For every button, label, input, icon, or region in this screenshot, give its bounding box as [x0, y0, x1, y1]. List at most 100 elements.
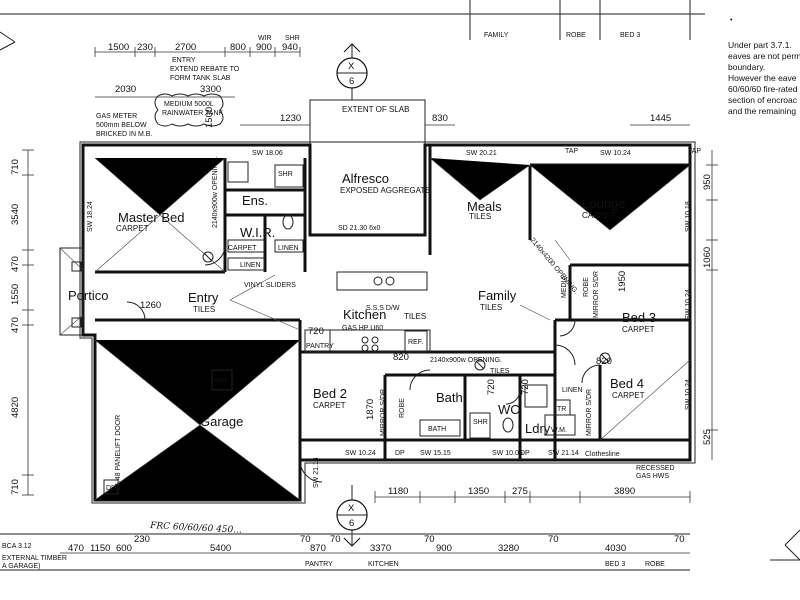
dim-top-shr: SHR [285, 35, 300, 42]
room-bath: Bath [436, 390, 463, 405]
dim-bottom-14: 4030 [605, 543, 626, 554]
dim-bottom-4: 230 [134, 534, 150, 545]
room-ldry: Ldry [525, 421, 551, 436]
dim-top-8: 2030 [115, 84, 136, 95]
ens-shr: SHR [278, 171, 293, 178]
sw-labels: SW 18.06 SW 20.21 SW 10.24 SW 18.24 SW 1… [87, 148, 701, 488]
note-line-7: and the remaining [728, 106, 796, 116]
dim-left-1: 710 [10, 159, 21, 175]
entry-rebate-label: ENTRY [172, 57, 196, 64]
room-bed2: Bed 2 [313, 386, 347, 401]
sw-6: SW 10.24 [685, 289, 692, 320]
extend-rebate-2: FORM TANK SLAB [170, 75, 231, 82]
bath-tub [419, 419, 461, 437]
dim-bottom-15: 70 [674, 534, 685, 545]
clothesline-label: Clothesline [585, 451, 620, 458]
bath-fixtures [419, 384, 576, 439]
vinyl-sliders: VINYL SLIDERS [244, 282, 296, 289]
gas-meter-2: 500mm BELOW [96, 122, 147, 129]
ldry-tr: TR [557, 406, 566, 413]
dp-1: DP [395, 450, 405, 457]
kitchen-island [336, 271, 428, 291]
dim-bottom-13: 70 [548, 534, 559, 545]
tank-label-1: MEDIUM 5000L [164, 101, 214, 108]
section-bottom-6: 6 [349, 518, 354, 529]
left-dimensions: 710 3540 470 1550 470 4820 710 [10, 149, 34, 496]
note-line-2: eaves are not perm [728, 51, 800, 61]
room-entry-floor: TILES [193, 305, 215, 314]
side-note: • Under part 3.7.1. eaves are not perm b… [728, 17, 800, 116]
dim-right-3: 1950 [617, 271, 628, 292]
room-bed3-floor: CARPET [622, 325, 655, 334]
dim-top-4: 800 [230, 42, 246, 53]
room-kitchen-floor: TILES [404, 312, 426, 321]
bottom-robe: ROBE [645, 561, 665, 568]
recessed-1: RECESSED [636, 465, 675, 472]
dim-misc-3: 820 [393, 352, 409, 363]
sw-1: SW 18.06 [252, 150, 283, 157]
dim-left-7: 710 [10, 479, 21, 495]
sw-9: SW 15.15 [420, 450, 451, 457]
dim-top-1: 1500 [108, 42, 129, 53]
sw-4: SW 18.24 [87, 201, 94, 232]
room-meals: Meals [467, 199, 502, 214]
top-strip: FAMILY ROBE BED 3 [0, 0, 705, 51]
bath-tub-label: BATH [428, 426, 446, 433]
extend-rebate-1: EXTEND REBATE TO [170, 66, 240, 73]
ldry-wm: W.M. [551, 427, 567, 434]
note-line-3: boundary. [728, 62, 765, 72]
dim-bottom-11: 900 [436, 543, 452, 554]
bca-ext-2: A GARAGE) [2, 563, 41, 570]
dim-left-4: 1550 [10, 284, 21, 305]
room-bed3: Bed 3 [622, 310, 656, 325]
alfresco-sd: SD 21.30 6x0 [338, 225, 381, 232]
sw-2: SW 20.21 [466, 150, 497, 157]
kitchen-sss-dw: S.S.S D/W [366, 305, 400, 312]
dim-bottom-1: 470 [68, 543, 84, 554]
bca-ext-1: EXTERNAL TIMBER [2, 555, 67, 562]
room-entry: Entry [188, 290, 219, 305]
room-kitchen: Kitchen [343, 307, 386, 322]
dim-top-10: 1230 [280, 113, 301, 124]
room-labels: Master Bed CARPET Ens. W.I.R. Alfresco E… [68, 171, 656, 436]
room-master-bed-floor: CARPET [116, 224, 149, 233]
bottom-dimensions: 470 1150 600 230 5400 70 870 70 3370 70 … [0, 529, 800, 571]
note-line-6: section of encroac [728, 95, 798, 105]
bed4-mirror: MIRROR S/DR [586, 389, 593, 436]
room-family: Family [478, 288, 517, 303]
bottom-pantry: PANTRY [305, 561, 333, 568]
media-label: MEDIA [561, 276, 568, 299]
roof-hip-lines [94, 157, 691, 501]
room-wc: WC [498, 402, 520, 417]
sw-11: SW 21.14 [548, 450, 579, 457]
dim-right-4: 525 [702, 429, 713, 445]
outer-walls [79, 141, 696, 504]
right-dimensions: 950 1060 1950 525 [617, 150, 718, 460]
dim-misc-2: 720 [308, 326, 324, 337]
room-meals-floor: TILES [469, 212, 491, 221]
opening-master: 2140x900w OPENING. [212, 156, 219, 228]
dim-bottom-10: 70 [424, 534, 435, 545]
sw-8: SW 10.24 [345, 450, 376, 457]
note-mark: • [730, 17, 733, 24]
alfresco-slab-extent [309, 99, 426, 236]
dp-2: DP [520, 450, 530, 457]
section-top-6: 6 [349, 76, 354, 87]
tap-1: TAP [565, 148, 578, 155]
room-alfresco: Alfresco [342, 171, 389, 186]
dim-lower-4: 3890 [614, 486, 635, 497]
room-bed4-floor: CARPET [612, 391, 645, 400]
dim-right-2: 1060 [702, 247, 713, 268]
bath-tiles: TILES [490, 368, 510, 375]
bed3-robe: ROBE [583, 277, 590, 297]
garage-db: DB [106, 485, 116, 492]
room-master-bed: Master Bed [118, 210, 184, 225]
room-family-floor: TILES [480, 303, 502, 312]
dim-top-9: 1500 [204, 107, 215, 128]
top-strip-bed3: BED 3 [620, 32, 640, 39]
gas-meter-3: BRICKED IN M.B. [96, 131, 152, 138]
tank-label-2: RAINWATER TANK [162, 110, 224, 117]
ens-linen-1: LINEN [278, 245, 299, 252]
bottom-bed3: BED 3 [605, 561, 625, 568]
